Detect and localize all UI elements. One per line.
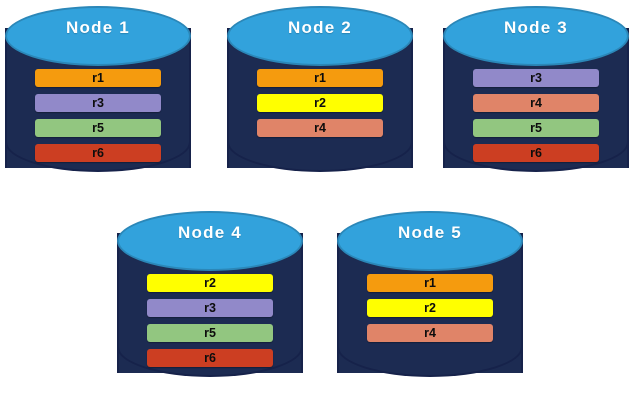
record-bar[interactable]: r6 (35, 144, 161, 162)
record-bar[interactable]: r3 (147, 299, 273, 317)
cylinder-top-ellipse (5, 6, 191, 66)
node-title: Node 4 (178, 223, 242, 242)
record-list: r1 r2 r4 (337, 271, 523, 349)
record-bar[interactable]: r3 (473, 69, 599, 87)
record-bar[interactable]: r2 (147, 274, 273, 292)
cylinder-top-ellipse (443, 6, 629, 66)
cylinder-top-ellipse (227, 6, 413, 66)
record-bar[interactable]: r1 (367, 274, 493, 292)
record-list: r1 r3 r5 r6 (5, 66, 191, 169)
record-bar[interactable]: r4 (473, 94, 599, 112)
node-title: Node 3 (504, 18, 568, 37)
record-bar[interactable]: r1 (257, 69, 383, 87)
record-bar[interactable]: r2 (367, 299, 493, 317)
record-bar[interactable]: r4 (367, 324, 493, 342)
node-title: Node 5 (398, 223, 462, 242)
record-bar[interactable]: r6 (147, 349, 273, 367)
database-node-5[interactable]: Node 5 r1 r2 r4 (337, 211, 523, 396)
record-bar[interactable]: r4 (257, 119, 383, 137)
database-node-2[interactable]: Node 2 r1 r2 r4 (227, 6, 413, 191)
record-bar[interactable]: r6 (473, 144, 599, 162)
record-bar[interactable]: r5 (473, 119, 599, 137)
record-list: r3 r4 r5 r6 (443, 66, 629, 169)
cylinder-top-ellipse (337, 211, 523, 271)
record-list: r2 r3 r5 r6 (117, 271, 303, 374)
record-list: r1 r2 r4 (227, 66, 413, 144)
record-bar[interactable]: r5 (147, 324, 273, 342)
node-title: Node 2 (288, 18, 352, 37)
record-bar[interactable]: r1 (35, 69, 161, 87)
record-bar[interactable]: r3 (35, 94, 161, 112)
database-node-1[interactable]: Node 1 r1 r3 r5 r6 (5, 6, 191, 191)
record-bar[interactable]: r5 (35, 119, 161, 137)
record-bar[interactable]: r2 (257, 94, 383, 112)
database-node-3[interactable]: Node 3 r3 r4 r5 r6 (443, 6, 629, 191)
database-node-4[interactable]: Node 4 r2 r3 r5 r6 (117, 211, 303, 396)
node-title: Node 1 (66, 18, 130, 37)
cylinder-top-ellipse (117, 211, 303, 271)
